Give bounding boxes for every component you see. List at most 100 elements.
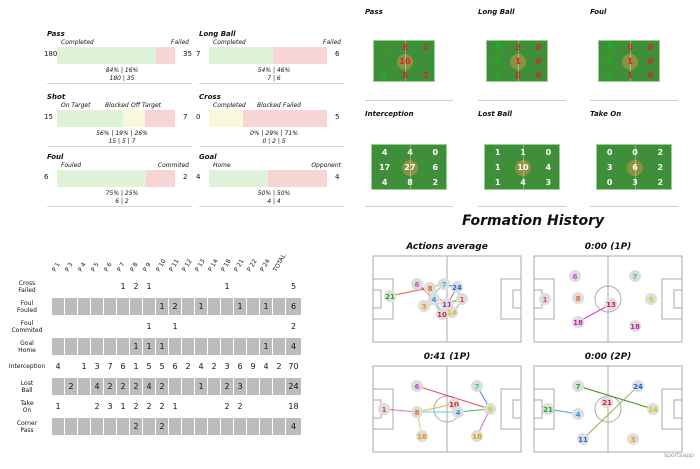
- zone-value: 0: [535, 43, 542, 52]
- zone-value: 0: [545, 147, 552, 157]
- pitch-halfway-line: [518, 41, 519, 81]
- zone-value: 1: [627, 57, 633, 66]
- table-cell: [234, 278, 246, 295]
- pitch-center-circle: [397, 54, 413, 70]
- table-cell: [78, 398, 90, 415]
- zone-map-separator: [590, 100, 678, 101]
- player-number: 14: [648, 406, 658, 414]
- player-number: 4: [432, 296, 437, 304]
- pitch-center-circle: [515, 160, 531, 176]
- pitch-center-circle: [594, 395, 622, 423]
- pitch-center-circle: [622, 54, 638, 70]
- player-marker: [601, 396, 613, 408]
- table-cell: 2: [130, 418, 142, 435]
- zone-map-separator: [365, 206, 453, 207]
- table-cell: [234, 418, 246, 435]
- player-number: 7: [633, 273, 638, 281]
- table-cell: 1: [156, 338, 168, 355]
- table-total-cell: 70: [286, 358, 301, 375]
- stat-separator: [47, 206, 192, 207]
- table-cell: [130, 298, 142, 315]
- stat-label: Failed: [323, 39, 341, 46]
- player-marker: [572, 408, 584, 420]
- stat-bar-segment: [145, 170, 175, 187]
- stat-label: Failed: [283, 102, 301, 109]
- stat-label: Blocked: [257, 102, 281, 109]
- stat-left-value: 7: [196, 50, 201, 58]
- player-number: 1: [543, 296, 548, 304]
- player-number: 6: [573, 273, 578, 281]
- table-cell: [260, 418, 272, 435]
- table-column-header: P 13: [193, 258, 207, 273]
- stat-right-value: 7: [183, 113, 188, 121]
- table-cell: [91, 298, 103, 315]
- table-total-cell: 18: [286, 398, 301, 415]
- zone-map-separator: [478, 206, 566, 207]
- zone-value: 2: [657, 147, 664, 157]
- table-cell: 1: [234, 298, 246, 315]
- table-cell: 1: [221, 278, 233, 295]
- stat-percent: 0% | 29% | 71%0 | 2 | 5: [199, 130, 349, 146]
- formation-title: 0:00 (2P): [584, 352, 632, 362]
- table-cell: [182, 298, 194, 315]
- zone-map-title: Pass: [365, 8, 383, 16]
- table-cell: [208, 338, 220, 355]
- zone-value: 27: [404, 163, 416, 172]
- stat-label: Completed: [213, 102, 246, 109]
- table-column-header: TOTAL: [271, 253, 288, 273]
- zone-value: 0: [606, 57, 613, 66]
- player-number: 8: [415, 409, 420, 417]
- stat-label: Failed: [171, 39, 189, 46]
- stat-bar-segment: [209, 170, 268, 187]
- zone-value: 2: [422, 71, 429, 80]
- table-cell: 2: [221, 378, 233, 395]
- goal-box-right: [673, 289, 683, 309]
- table-cell: [273, 338, 285, 355]
- table-cell: [52, 318, 64, 335]
- stat-title: Goal: [199, 153, 217, 161]
- table-cell: 1: [169, 318, 181, 335]
- player-number: 7: [475, 383, 480, 391]
- pass-line: [577, 303, 612, 323]
- table-cell: 4: [143, 378, 155, 395]
- player-number: 21: [543, 406, 553, 414]
- table-cell: [91, 318, 103, 335]
- stat-title: Pass: [47, 30, 65, 38]
- zone-value: 3: [632, 178, 638, 188]
- table-cell: [221, 418, 233, 435]
- player-marker: [629, 320, 641, 332]
- table-cell: [221, 338, 233, 355]
- table-cell: [169, 378, 181, 395]
- table-cell: 6: [169, 358, 181, 375]
- stat-label: Completed: [213, 39, 246, 46]
- player-marker: [384, 290, 396, 302]
- row-label-line: Foul: [20, 320, 34, 327]
- zone-value: 1: [520, 147, 526, 157]
- table-cell: 2: [221, 398, 233, 415]
- stat-left-value: 180: [44, 50, 58, 58]
- table-cell: [169, 338, 181, 355]
- table-cell: 1: [260, 298, 272, 315]
- table-cell: [91, 418, 103, 435]
- zone-value: 0: [535, 71, 542, 80]
- row-label-line: Pass: [20, 427, 34, 434]
- table-cell: [195, 418, 207, 435]
- table-cell: [260, 318, 272, 335]
- stat-percent: 56% | 19% | 26%15 | 5 | 7: [47, 130, 197, 146]
- zone-value: 2: [494, 57, 501, 66]
- table-cell: [208, 378, 220, 395]
- stat-right-value: 5: [335, 113, 340, 121]
- player-marker: [451, 281, 463, 293]
- stat-title: Shot: [47, 93, 66, 101]
- row-label-line: On: [22, 407, 32, 414]
- table-cell: 7: [104, 358, 116, 375]
- table-cell: [143, 418, 155, 435]
